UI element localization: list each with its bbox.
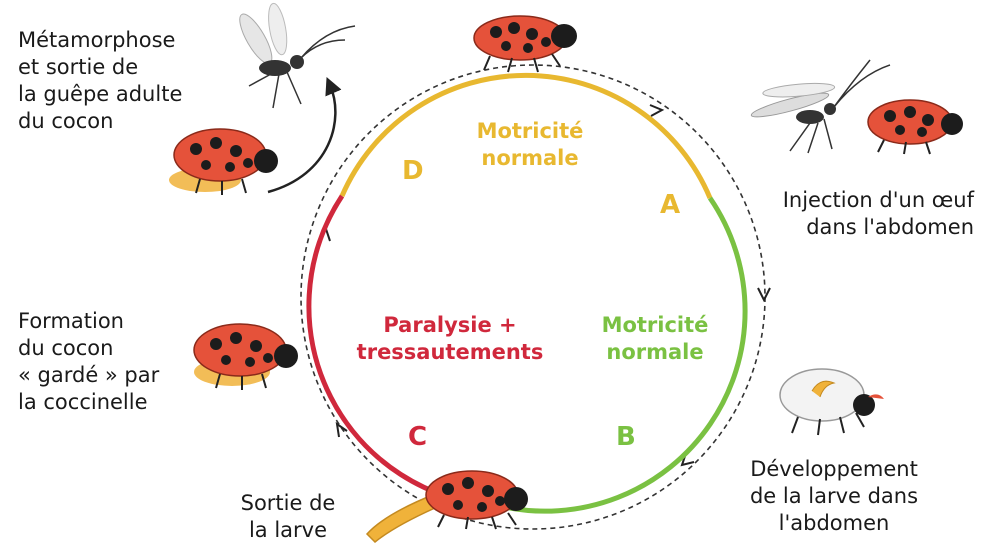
phase-a-label: A [660, 190, 680, 220]
caption-exit: Sortie de la larve [228, 490, 348, 544]
phase-b-label: B [616, 422, 636, 452]
caption-injection: Injection d'un œuf dans l'abdomen [774, 187, 974, 241]
ladybug-icon [426, 471, 528, 529]
state-top: Motricité normale [460, 118, 600, 172]
ladybug-icon [868, 100, 963, 154]
ladybug-icon [780, 369, 884, 435]
wasp-icon [750, 60, 890, 153]
caption-development: Développement de la larve dans l'abdomen [734, 456, 934, 537]
caption-cocoon: Formation du cocon « gardé » par la cocc… [18, 308, 159, 416]
cycle-arrow-icon [650, 105, 662, 116]
caption-metamorphosis: Métamorphose et sortie de la guêpe adult… [18, 27, 182, 135]
wasp-icon [234, 2, 355, 108]
emergence-arrow [268, 85, 335, 192]
state-left: Paralysie + tressautements [350, 312, 550, 366]
phase-c-label: C [408, 422, 427, 452]
ladybug-icon [474, 16, 577, 72]
state-right: Motricité normale [585, 312, 725, 366]
phase-d-label: D [402, 156, 424, 186]
cycle-arrow-icon [758, 288, 770, 300]
